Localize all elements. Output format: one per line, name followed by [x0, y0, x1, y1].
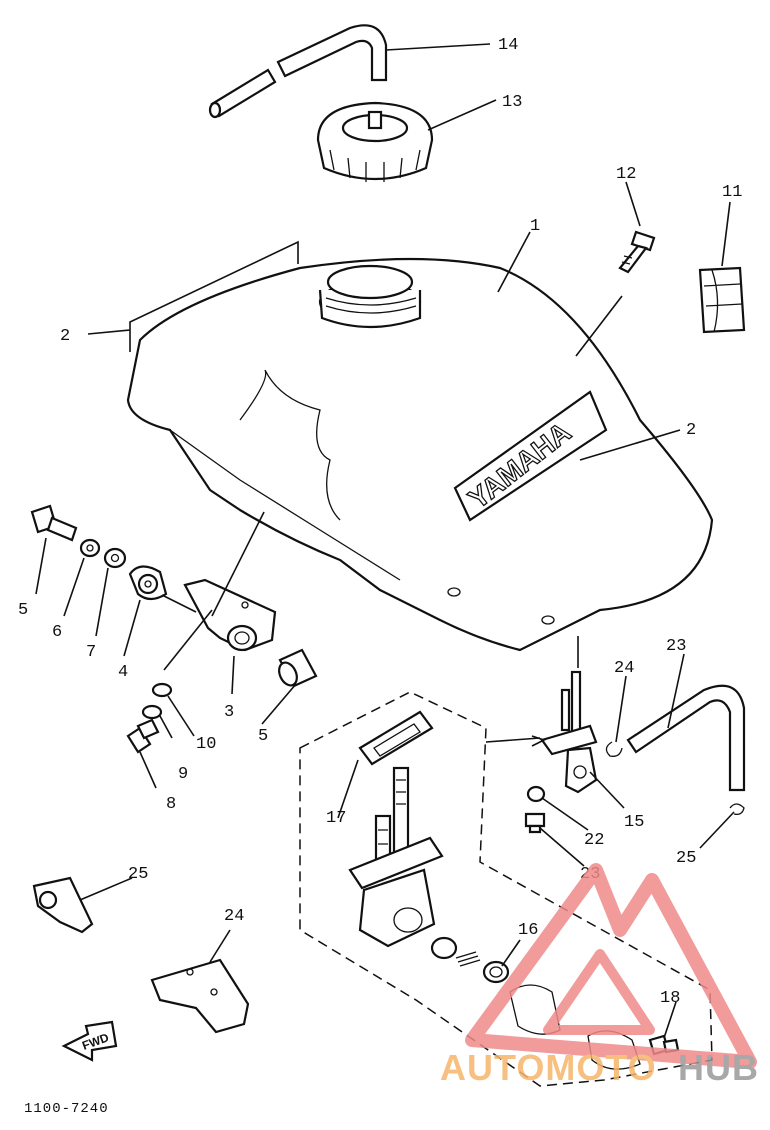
fuel-cock-body-detail — [348, 766, 444, 948]
part-22-fuel-hose — [626, 684, 746, 792]
part-12-damper — [698, 266, 746, 334]
drawing-code: 1100-7240 — [24, 1101, 109, 1117]
part-15-breather-hose — [208, 24, 388, 119]
part-16-fuel-cock — [540, 670, 598, 794]
callout-6: 5 — [18, 601, 28, 620]
part-1-fuel-tank — [126, 257, 714, 652]
part-8-collar — [103, 547, 127, 569]
callout-8: 7 — [86, 643, 96, 662]
part-7-washer — [79, 538, 101, 558]
callout-15: 14 — [498, 36, 518, 55]
callout-18: 17 — [326, 809, 346, 828]
watermark-inner-triangle — [543, 949, 655, 1035]
part-4-grommet — [128, 565, 168, 601]
part-21-screw — [524, 812, 546, 834]
callout-20: 22 — [584, 831, 604, 850]
callout-labels: 14 13 12 11 1 2 2 5 6 7 4 3 5 10 9 8 24 … — [18, 36, 742, 1008]
callout-17: 16 — [518, 921, 538, 940]
callout-4: 4 — [118, 663, 128, 682]
part-14-fuel-cap — [316, 101, 434, 182]
part-23-clip-lower — [729, 803, 745, 816]
watermark-text-automoto: AUTOMOTO — [440, 1047, 657, 1088]
callout-3: 3 — [224, 703, 234, 722]
part-20-washer — [526, 785, 546, 803]
callout-2-right: 2 — [686, 421, 696, 440]
callout-1: 1 — [530, 217, 540, 236]
callout-2-left: 2 — [60, 327, 70, 346]
fwd-direction-arrow: FWD — [61, 1020, 118, 1062]
callout-5: 5 — [258, 727, 268, 746]
callout-11: 10 — [196, 735, 216, 754]
part-24-bracket — [150, 958, 250, 1034]
part-10-washer — [141, 704, 163, 720]
callout-24: 24 — [224, 907, 244, 926]
callout-22: 23 — [666, 637, 686, 656]
callout-19: 18 — [660, 989, 680, 1008]
part-17-o-ring — [482, 960, 510, 984]
part-18-gasket — [358, 710, 434, 766]
part-11-collar — [151, 682, 173, 698]
part-25-bracket — [32, 876, 94, 934]
callout-23-lower: 25 — [676, 849, 696, 868]
leader-lines — [35, 43, 735, 1039]
watermark-text-hub: HUB — [678, 1047, 759, 1088]
callout-25: 25 — [128, 865, 148, 884]
part-3-bracket — [183, 578, 277, 652]
callout-7: 6 — [52, 623, 62, 642]
automotohub-watermark: AUTOMOTO HUB — [440, 863, 759, 1088]
part-5-spacer — [278, 648, 318, 688]
part-9-bolt — [126, 718, 160, 754]
part-23-clip-upper — [605, 741, 623, 757]
callout-12: 11 — [722, 183, 742, 202]
callout-13: 12 — [616, 165, 636, 184]
part-6-bolt — [30, 504, 78, 542]
callout-9: 8 — [166, 795, 176, 814]
callout-16: 15 — [624, 813, 644, 832]
watermark-triangle-logo — [465, 863, 757, 1069]
callout-23-upper: 24 — [614, 659, 634, 678]
callout-10: 9 — [178, 765, 188, 784]
part-13-bolt — [618, 230, 656, 274]
callout-14: 13 — [502, 93, 522, 112]
fuel-cock-spring — [430, 936, 481, 967]
